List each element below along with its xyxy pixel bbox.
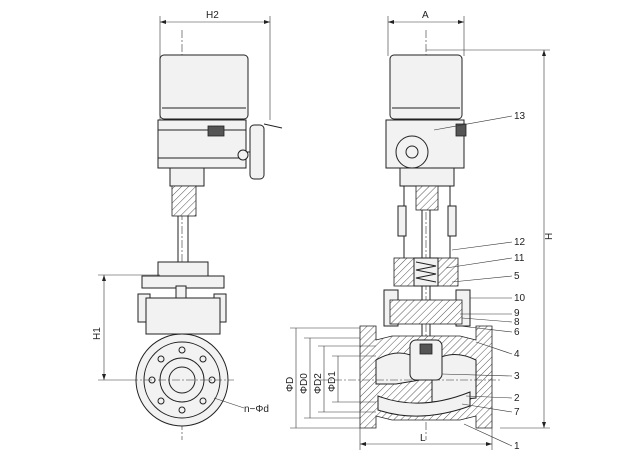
- dim-d-label: ΦD: [285, 377, 296, 392]
- callout-11: 11: [514, 253, 525, 264]
- callout-12: 12: [514, 237, 526, 248]
- actuator-cover-section: [389, 54, 463, 120]
- bolt-holes-label: n−Φd: [244, 404, 269, 415]
- dim-l: L: [359, 428, 493, 450]
- end-flange-view: [130, 333, 234, 427]
- side-view: H2: [92, 10, 283, 440]
- dim-h1-label: H1: [92, 327, 103, 340]
- callout-6: 6: [514, 327, 520, 338]
- callout-9: 9: [514, 308, 520, 319]
- dim-a-label: A: [422, 10, 429, 21]
- handwheel: [237, 123, 283, 180]
- callout-4: 4: [514, 349, 520, 360]
- callout-7: 7: [514, 407, 520, 418]
- callout-leaders: [433, 115, 513, 447]
- callout-1: 1: [514, 441, 520, 452]
- callout-10: 10: [514, 293, 526, 304]
- dim-h1: H1: [92, 274, 160, 381]
- dim-d0-label: ΦD0: [299, 373, 310, 394]
- callout-numbers: 13 12 11 5 10 9 8 6 4 3 2 7 1: [514, 111, 526, 452]
- callout-3: 3: [514, 371, 520, 382]
- dim-diameters: ΦD ΦD0 ΦD2 ΦD1: [285, 327, 376, 429]
- dim-h2-label: H2: [206, 10, 219, 21]
- callout-2: 2: [514, 393, 520, 404]
- dim-a: A: [387, 10, 465, 56]
- callout-8: 8: [514, 317, 520, 328]
- actuator-cover-side: [159, 54, 249, 120]
- dim-d2-label: ΦD2: [313, 373, 324, 394]
- callout-5: 5: [514, 271, 520, 282]
- callout-13: 13: [514, 111, 526, 122]
- section-view: A H: [285, 10, 555, 452]
- dim-h: H: [426, 49, 555, 429]
- dim-l-label: L: [420, 433, 426, 444]
- dim-d1-label: ΦD1: [327, 371, 338, 392]
- dim-h-label: H: [544, 233, 555, 240]
